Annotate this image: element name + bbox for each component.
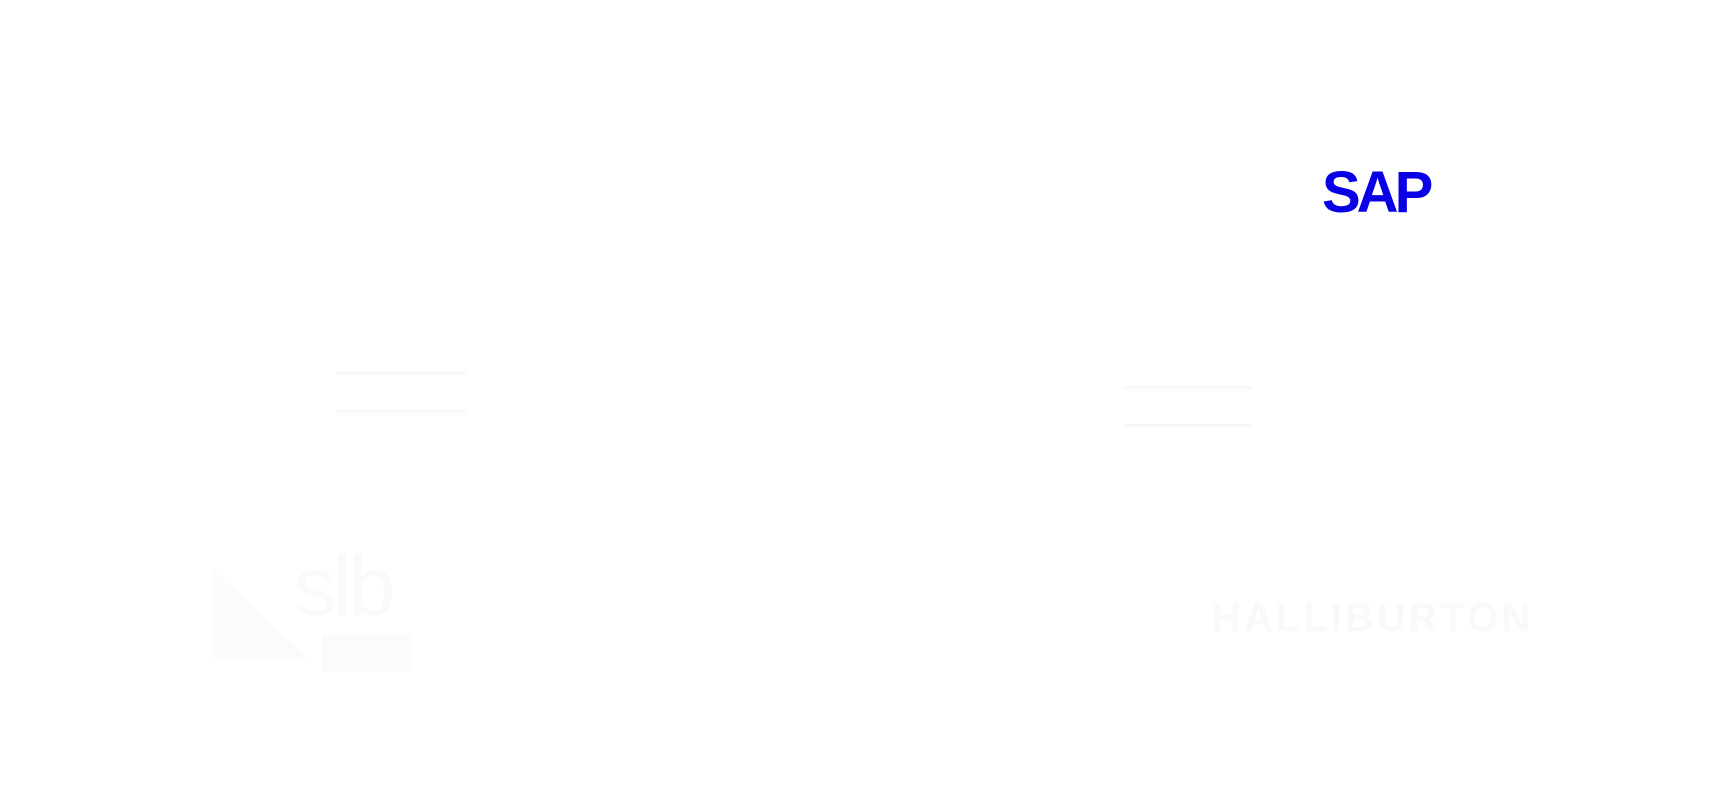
slb-logo: slb (212, 539, 422, 672)
slb-logo-shape (212, 568, 308, 658)
logo-stripe (336, 372, 466, 375)
sap-logo-text: SAP (1322, 160, 1433, 225)
slb-logo-text: slb (294, 539, 395, 633)
halliburton-logo: HALLIBURTON (1212, 596, 1534, 640)
sap-logo: SAP (1322, 160, 1468, 226)
slb-logo-band (322, 634, 412, 672)
logo-stripe (1122, 424, 1252, 427)
logo-stripe (1122, 386, 1252, 389)
logo-stripe (336, 410, 466, 413)
